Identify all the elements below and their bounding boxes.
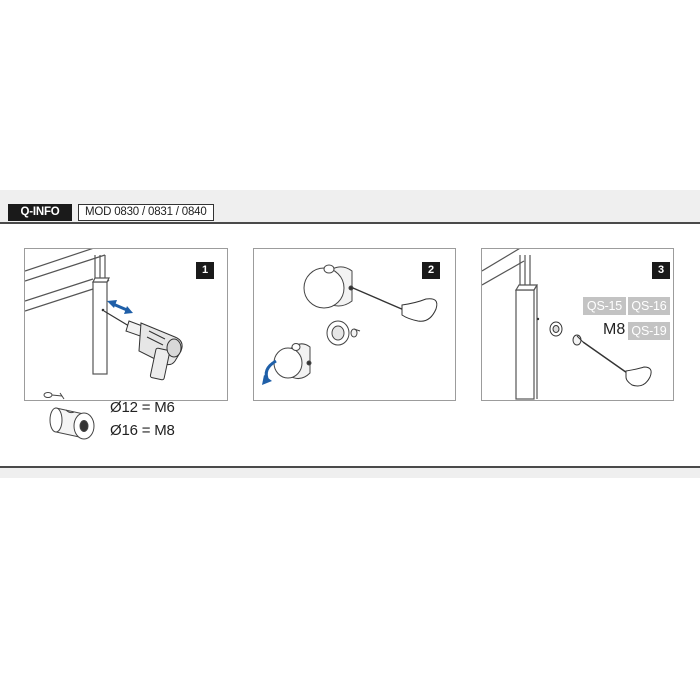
step-number-badge: 2 (422, 262, 440, 279)
bolt-icon (326, 320, 361, 346)
header-divider (0, 222, 700, 224)
step-2-panel: 2 (253, 248, 456, 401)
thread-m8-label: M8 (603, 321, 626, 338)
q-info-badge: Q-INFO (8, 204, 72, 221)
tool-code-qs16: QS-16 (628, 297, 670, 315)
footer-band (0, 468, 700, 478)
hex-key-icon (352, 287, 438, 322)
hex-key-icon (582, 341, 652, 387)
double-arrow-icon (107, 300, 133, 314)
step-number-badge: 1 (196, 262, 214, 279)
step-number-badge: 3 (652, 262, 670, 279)
tool-code-qs15: QS-15 (583, 297, 626, 315)
step-1-panel: 1 (24, 248, 228, 401)
rotate-arrow-icon (262, 359, 277, 385)
step-3-illustration (482, 249, 652, 400)
diameter-m8-label: Ø16 = M8 (110, 422, 175, 439)
step-2-illustration (262, 264, 438, 385)
tool-code-qs19: QS-19 (628, 322, 670, 340)
drill-icon (103, 310, 183, 381)
diameter-m6-label: Ø12 = M6 (110, 399, 175, 416)
clamp-holder-icon (43, 392, 95, 440)
step-1-illustration (25, 249, 183, 381)
footer-divider (0, 466, 700, 468)
model-number-label: MOD 0830 / 0831 / 0840 (78, 204, 214, 221)
q-info-sheet: Q-INFO MOD 0830 / 0831 / 0840 (0, 190, 700, 478)
